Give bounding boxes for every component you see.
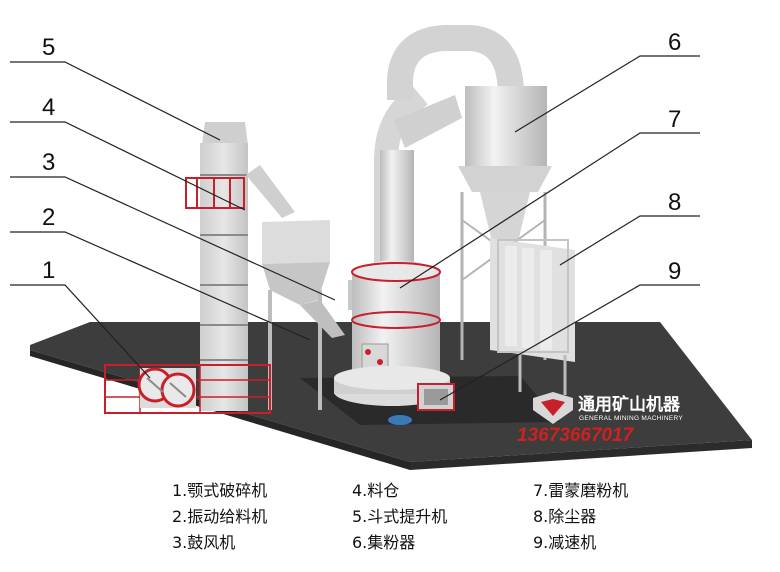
- callout-4: 4: [42, 94, 55, 121]
- callout-3: 3: [42, 149, 55, 176]
- legend-item: 6.集粉器: [352, 533, 416, 552]
- legend: 1.颚式破碎机 2.振动给料机 3.鼓风机 4.料仓 5.斗式提升机 6.集粉器…: [0, 478, 780, 568]
- jaw-crusher: [104, 364, 271, 414]
- brand-name-en: GENERAL MINING MACHINERY: [579, 415, 683, 422]
- dust-collector: [490, 238, 575, 395]
- bucket-elevator: [185, 122, 295, 411]
- legend-item: 4.料仓: [352, 481, 400, 500]
- brand-name-cn: 通用矿山机器: [578, 394, 681, 415]
- callout-6: 6: [668, 29, 681, 56]
- callout-5: 5: [42, 34, 55, 61]
- callout-numbers: 5 4 3 2 1 6 7 8 9: [42, 29, 681, 285]
- callout-2: 2: [42, 204, 55, 231]
- legend-column-1: 1.颚式破碎机 2.振动给料机 3.鼓风机: [172, 478, 267, 556]
- legend-item: 2.振动给料机: [172, 507, 268, 526]
- blower-piping: [374, 25, 525, 270]
- brand-phone: 13673667017: [517, 425, 635, 446]
- callout-8: 8: [668, 189, 681, 216]
- legend-item: 1.颚式破碎机: [172, 481, 268, 500]
- plant-diagram: 5 4 3 2 1 6 7 8 9 通用矿山机器 GENERAL MINING …: [10, 25, 752, 470]
- legend-item: 5.斗式提升机: [352, 507, 448, 526]
- callout-1: 1: [42, 257, 55, 284]
- brand-watermark: 通用矿山机器 GENERAL MINING MACHINERY 13673667…: [517, 392, 683, 446]
- legend-item: 3.鼓风机: [172, 533, 236, 552]
- legend-column-2: 4.料仓 5.斗式提升机 6.集粉器: [352, 478, 447, 556]
- legend-item: 9.减速机: [533, 533, 597, 552]
- shield-logo-icon: [533, 392, 573, 424]
- gear-reducer: [388, 383, 455, 425]
- leader-lines: [10, 55, 700, 401]
- cyclone-collector: [458, 86, 552, 360]
- feed-bin: [262, 220, 345, 410]
- callout-7: 7: [668, 106, 681, 133]
- callout-9: 9: [668, 258, 681, 285]
- legend-column-3: 7.雷蒙磨粉机 8.除尘器 9.减速机: [533, 478, 628, 556]
- legend-item: 8.除尘器: [533, 507, 597, 526]
- legend-item: 7.雷蒙磨粉机: [533, 481, 629, 500]
